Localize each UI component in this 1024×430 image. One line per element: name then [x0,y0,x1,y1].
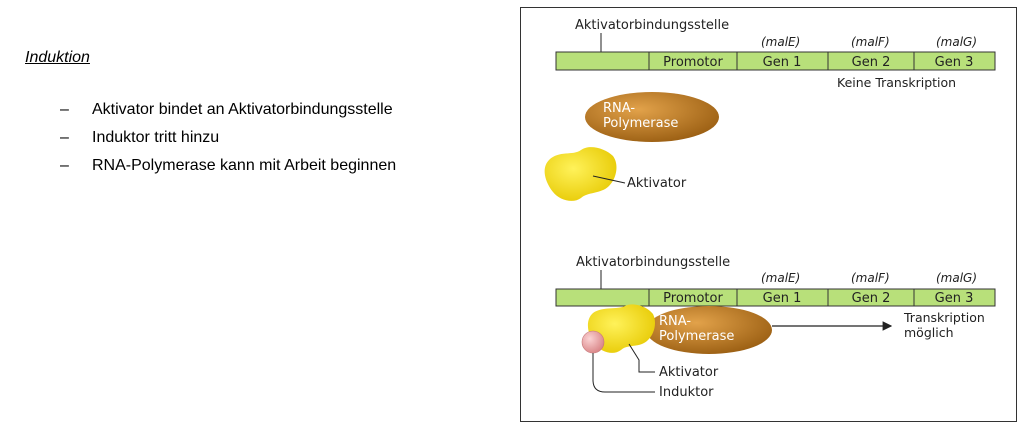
bottom-gene-name-3: (malG) [936,271,977,285]
bullet-list: – Aktivator bindet an Aktivatorbindungsst… [60,96,396,180]
bullet-item: – Induktor tritt hinzu [60,124,396,152]
top-status-text: Keine Transkription [837,75,956,90]
bottom-activator-label: Aktivator [659,365,719,380]
inductor-pointer [592,353,655,393]
bottom-dna-strand: Promotor Gen 1 Gen 2 Gen 3 [555,288,996,307]
bullet-text: Induktor tritt hinzu [92,129,220,146]
bullet-dash: – [60,129,69,146]
top-gene-name-3: (malG) [936,35,977,49]
bullet-item: – RNA-Polymerase kann mit Arbeit beginnen [60,152,396,180]
top-promoter-label: Promotor [663,55,723,70]
bottom-panel: Aktivatorbindungsstelle (malE) (malF) (m… [555,255,996,400]
inductor-shape [581,330,605,354]
bottom-rna-polymerase [646,306,772,354]
bottom-site-label: Aktivatorbindungsstelle [576,255,730,270]
bottom-gene-name-1: (malE) [761,271,800,285]
top-dna-bar [555,51,996,71]
bullet-text: RNA-Polymerase kann mit Arbeit beginnen [92,157,397,174]
top-polymerase-label-1: RNA- [603,101,635,116]
bottom-activator-shape [587,304,655,353]
bottom-activator-pointer [628,343,655,373]
top-panel: Aktivatorbindungsstelle (malE) (malF) (m… [544,18,996,201]
bottom-gene-2-label: Gen 2 [852,291,891,306]
slide-heading: Induktion [25,49,90,66]
bottom-gene-name-2: (malF) [851,271,890,285]
top-gene-1-label: Gen 1 [763,55,802,70]
bottom-gene-3-label: Gen 3 [935,291,974,306]
top-gene-3-label: Gen 3 [935,55,974,70]
operon-figure: Aktivatorbindungsstelle (malE) (malF) (m… [520,7,1017,422]
top-gene-2-label: Gen 2 [852,55,891,70]
top-gene-name-1: (malE) [761,35,800,49]
top-site-label: Aktivatorbindungsstelle [575,18,729,33]
bottom-gene-1-label: Gen 1 [763,291,802,306]
top-activator-pointer [592,175,626,184]
top-activator-shape [544,147,617,201]
top-activator-label: Aktivator [627,176,687,191]
bullet-dash: – [60,157,69,174]
transcription-label-1: Transkription [903,310,985,325]
inductor-label: Induktor [659,385,714,400]
top-dna-strand: Promotor Gen 1 Gen 2 Gen 3 [555,51,996,71]
top-polymerase-label-2: Polymerase [603,116,678,131]
bottom-polymerase-label-1: RNA- [659,314,691,329]
bottom-dna-bar [555,288,996,307]
transcription-label-2: möglich [904,325,954,340]
bullet-item: – Aktivator bindet an Aktivatorbindungsst… [60,96,396,124]
bottom-polymerase-label-2: Polymerase [659,329,734,344]
top-rna-polymerase [585,92,719,142]
bottom-promoter-label: Promotor [663,291,723,306]
bullet-text: Aktivator bindet an Aktivatorbindungsste… [92,101,393,118]
operon-diagram: Aktivatorbindungsstelle (malE) (malF) (m… [544,18,996,400]
top-gene-name-2: (malF) [851,35,890,49]
bullet-dash: – [60,101,69,118]
